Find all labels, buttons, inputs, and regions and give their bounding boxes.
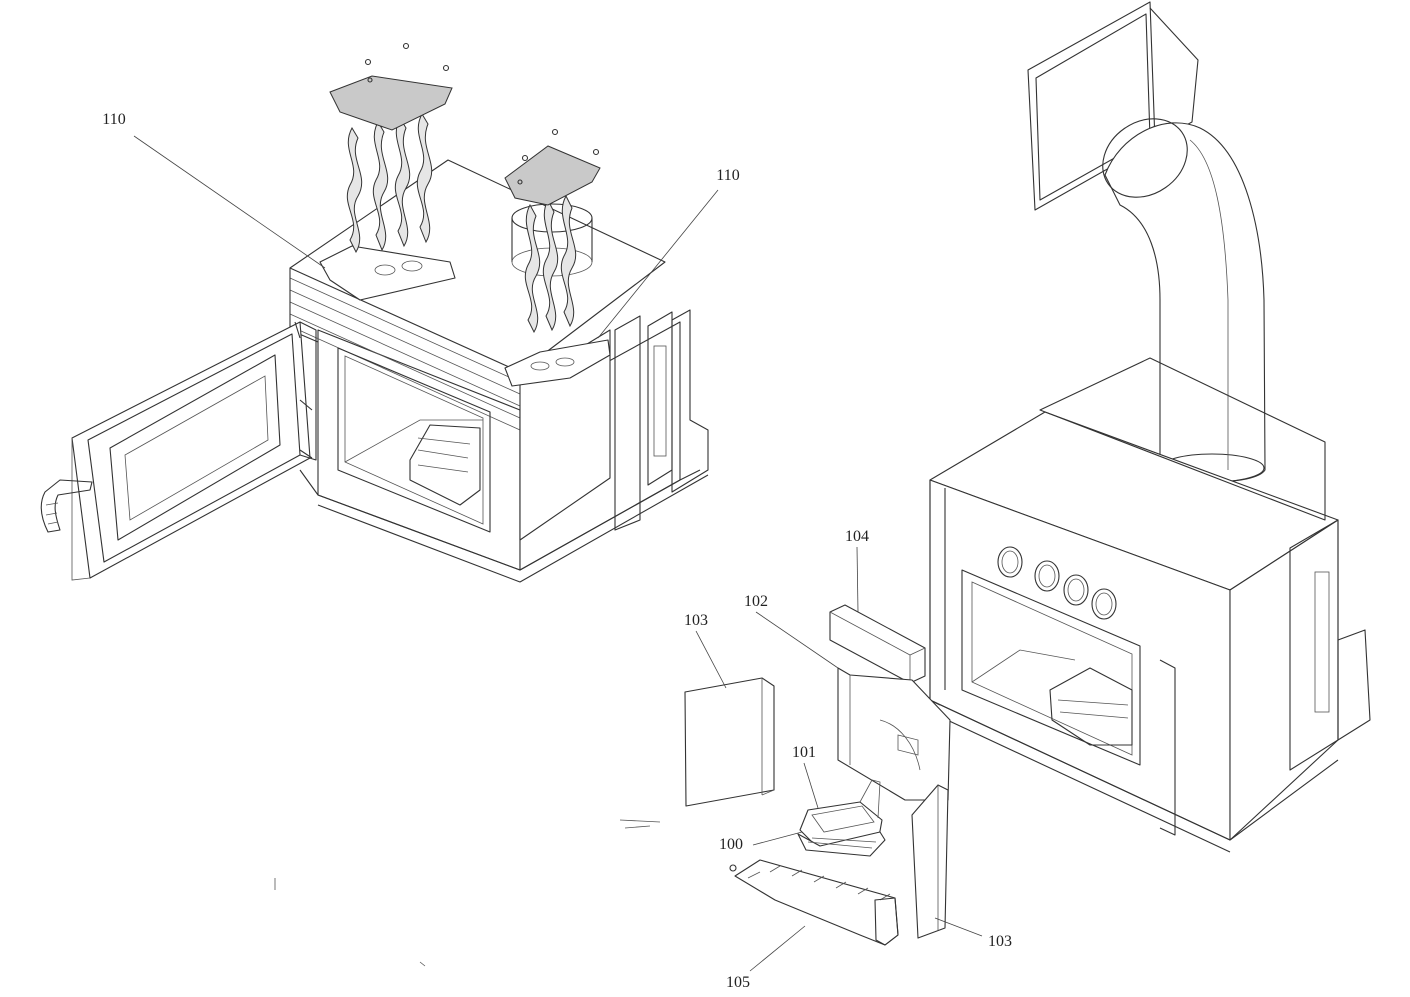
leader-line-callout-105 bbox=[749, 925, 806, 972]
right-baffle-cover-plate bbox=[504, 145, 601, 206]
part-103-left-side-brick bbox=[684, 677, 775, 807]
leader-line-callout-110-right bbox=[597, 189, 719, 339]
left-turbulators bbox=[346, 112, 433, 254]
part-105-log-grate bbox=[729, 859, 899, 946]
left-baffle-tray bbox=[319, 245, 456, 301]
callout-105-label: 105 bbox=[726, 974, 750, 991]
callout-110-right-label: 110 bbox=[716, 167, 739, 184]
leader-line-callout-103-left bbox=[695, 630, 727, 689]
part-callouts: 110 110 104 102 103 101 100 103 105 bbox=[102, 111, 1012, 991]
part-102-back-brick bbox=[837, 667, 951, 801]
callout-103-right-label: 103 bbox=[988, 933, 1012, 950]
leader-line-callout-100 bbox=[752, 831, 803, 846]
right-air-ports bbox=[997, 546, 1117, 620]
leader-line-callout-101 bbox=[803, 762, 819, 809]
left-firebox-opening bbox=[337, 347, 491, 533]
right-ash-pan bbox=[1049, 667, 1133, 746]
flue-elbow-pipe bbox=[1102, 118, 1266, 483]
callout-104-label: 104 bbox=[845, 528, 869, 545]
callout-103-left-label: 103 bbox=[684, 612, 708, 629]
right-baffle-tray bbox=[504, 339, 611, 387]
cover-plate-screws bbox=[364, 42, 600, 185]
right-firebox-opening bbox=[961, 569, 1141, 766]
right-base-rail bbox=[929, 699, 1339, 853]
callout-101-label: 101 bbox=[792, 744, 816, 761]
right-turbulators bbox=[524, 194, 577, 334]
leader-line-callout-104 bbox=[856, 546, 859, 613]
callout-110-left-label: 110 bbox=[102, 111, 125, 128]
exploded-parts bbox=[274, 604, 951, 967]
left-base-rail bbox=[299, 469, 709, 583]
left-open-door bbox=[40, 321, 313, 581]
leader-line-callout-102 bbox=[755, 611, 839, 669]
part-103-right-side-brick bbox=[911, 784, 949, 939]
door-handle bbox=[40, 479, 93, 533]
callout-102-label: 102 bbox=[744, 593, 768, 610]
left-stove-assembly bbox=[40, 42, 709, 583]
leader-line-callout-110-left bbox=[133, 135, 326, 269]
callout-100-label: 100 bbox=[719, 836, 743, 853]
leader-line-callout-103-right bbox=[934, 917, 983, 937]
left-ash-tray bbox=[409, 424, 481, 506]
right-stove-assembly bbox=[929, 1, 1371, 853]
left-baffle-cover-plate bbox=[329, 75, 453, 131]
part-100-grate bbox=[797, 831, 886, 857]
